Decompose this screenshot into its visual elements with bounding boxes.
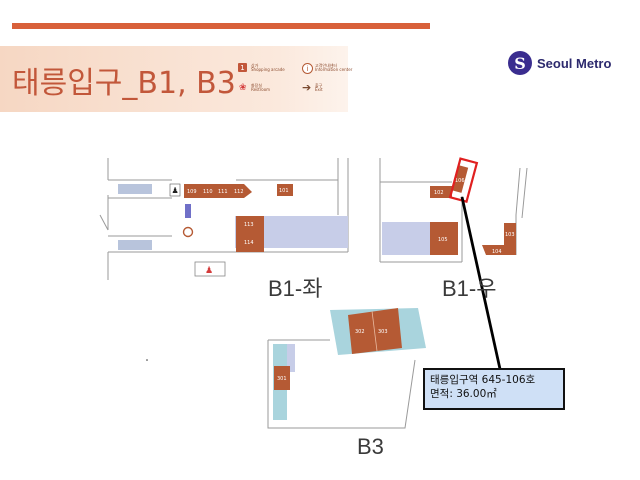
room-303: 303 [378,329,388,335]
seoul-metro-logo: S Seoul Metro [508,50,628,76]
legend-rest-en: Restroom [251,87,271,92]
room-113: 113 [244,222,254,228]
seoul-metro-logo-text: Seoul Metro [537,55,612,71]
room-111: 111 [218,189,228,195]
b3-shop-302-303 [348,308,402,354]
b3-left-corridor [287,344,295,372]
floor-label-b3: B3 [357,434,384,459]
legend-info-en: Information center [315,67,353,72]
info-center-icon [182,226,194,238]
legend-exit-en: Exit [315,87,323,92]
callout-shop-id: 태릉입구역 645-106호 [430,374,536,386]
shop-106 [451,165,469,193]
room-114: 114 [244,240,254,246]
stray-dot [146,359,148,361]
room-302: 302 [355,329,365,335]
room-105: 105 [438,237,448,243]
restroom-icon: ❀ [239,83,247,93]
shop-legend-icon: 1 [238,63,247,72]
room-102: 102 [434,190,444,196]
room-112: 112 [234,189,244,195]
header-accent-bar [12,23,430,29]
floor-label-b1-right: B1-우 [442,276,497,301]
shop-103 [504,223,516,245]
shop-row-b1-left [184,184,252,198]
restroom-glyph: ♟ [172,186,179,195]
room-301: 301 [277,376,287,382]
info-icon: i [302,63,313,74]
highlight-shop-106 [448,157,479,203]
map-legend: 1 상가 Shopping arcade i 고객안내센터 Informatio… [238,63,352,103]
shop-301 [274,366,290,390]
room-110: 110 [203,189,213,195]
room-106: 106 [455,178,465,184]
b1-right-plan [379,158,528,263]
shop-104 [482,245,516,255]
escalator-b1-left [185,204,191,218]
page-title: 태릉입구_B1, B3 [12,66,236,101]
floor-label-b1-left: B1-좌 [268,276,323,301]
callout-area: 면적: 36.00㎡ [430,388,497,400]
room-101: 101 [279,188,289,194]
legend-shop-en: Shopping arcade [251,67,285,72]
restroom-icon-b1 [169,183,181,197]
shop-legend-number: 1 [240,63,245,72]
legend-exit-ko: 출구 [315,83,323,88]
stair-b1-left-bottom [118,240,152,250]
restroom-box [194,261,226,277]
shop-105 [430,222,458,255]
b3-plan: 302 303 301 [267,308,426,429]
restroom-sign-icon: ♟ [205,266,213,276]
title-band [0,46,348,112]
shop-102 [430,186,452,198]
stair-b1-left-top [118,184,152,194]
shop-101 [277,184,293,196]
shop-info-callout: 태릉입구역 645-106호 면적: 36.00㎡ [423,368,565,410]
callout-pointer [460,196,502,370]
legend-rest-ko: 화장실 [251,83,263,88]
legend-info-ko: 고객안내센터 [315,63,338,68]
exit-arrow-icon: ➔ [302,81,312,94]
room-109: 109 [187,189,197,195]
room-104: 104 [492,249,502,255]
room-103: 103 [505,232,515,238]
legend-shop-ko: 상가 [251,63,259,68]
seoul-metro-logo-icon: S [508,51,532,75]
shop-113-114 [236,216,264,252]
